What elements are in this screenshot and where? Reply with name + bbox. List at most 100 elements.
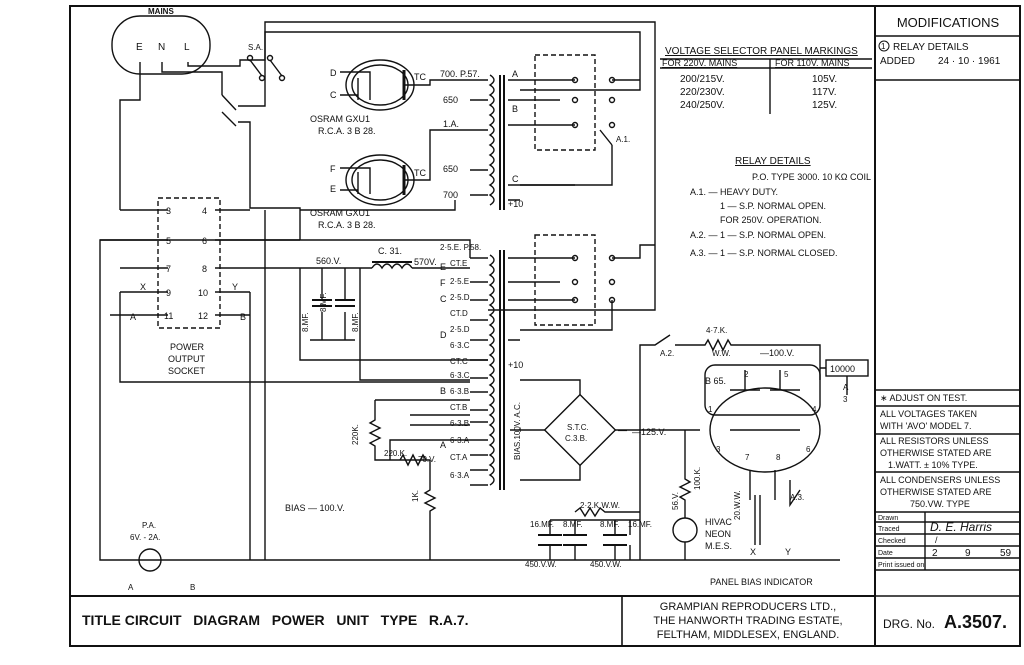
relay-pin-1: 1 — [708, 405, 713, 414]
socket-pin-4: 4 — [202, 206, 207, 216]
fuse-a: A — [843, 383, 849, 392]
signoff-date: Date — [878, 550, 893, 557]
sec-letter-d: D — [440, 330, 447, 340]
mains-pin-e: E — [136, 42, 143, 53]
bridge-label-0: S.T.C. — [567, 423, 589, 432]
sa-label: S.A. — [248, 43, 263, 52]
relay-pin-6: 6 — [806, 445, 811, 454]
sec-63c-a: 6·3.C — [450, 341, 470, 350]
pa-b: B — [190, 583, 195, 592]
v100-label: —100.V. — [760, 348, 794, 358]
signoff-signature: D. E. Harris — [930, 520, 992, 534]
tc-label-1: TC — [414, 72, 426, 82]
socket-pin-11: 11 — [164, 311, 173, 321]
sec-63a-a: 6·3.A — [450, 436, 470, 445]
signoff-d: 2 — [932, 548, 938, 559]
vw450-2: 450.V.W. — [590, 560, 622, 569]
vs-row-2-a: 240/250V. — [680, 100, 725, 111]
r47k-label-0: 4·7.K. — [706, 326, 727, 335]
socket-pin-12: 12 — [198, 311, 208, 321]
r47k-label-1: W.W. — [712, 349, 731, 358]
drg-number: A.3507. — [944, 612, 1007, 632]
tap-1a: 1.A. — [443, 119, 459, 129]
sec-ctc: CT.C — [450, 357, 468, 366]
r1k-label: 1K. — [411, 490, 420, 502]
sec-plus10: +10 — [508, 360, 523, 370]
vs-row-2-b: 125V. — [812, 100, 837, 111]
r220k2-label: 220.K. — [384, 449, 407, 458]
mods-item: RELAY DETAILS — [893, 42, 969, 53]
c31-label: C. 31. — [378, 246, 402, 256]
a3-label: A.3. — [790, 493, 804, 502]
socket-pin-6: 6 — [202, 236, 207, 246]
note-2-2: 1.WATT. ± 10% TYPE. — [888, 460, 978, 470]
r20ww-label: 20.W.W. — [733, 490, 742, 520]
sec-63a-b: 6·3.A — [450, 471, 470, 480]
relay-line-0: P.O. TYPE 3000. 10 KΩ COIL — [752, 172, 871, 182]
socket-x: X — [140, 282, 146, 292]
socket-pin-9: 9 — [166, 288, 171, 298]
v70-label: 70.V. — [418, 455, 436, 464]
note-2-1: OTHERWISE STATED ARE — [880, 448, 992, 458]
v2-pin-f: F — [330, 164, 336, 174]
relay-line-2: 1 — S.P. NORMAL OPEN. — [720, 201, 826, 211]
signoff-m: 9 — [965, 548, 971, 559]
r220k-label: 220K. — [351, 424, 360, 445]
neon-label-0: HIVAC — [705, 517, 732, 527]
relay-y: Y — [785, 547, 791, 557]
vs-row-1-a: 220/230V. — [680, 87, 725, 98]
sec-ctd: CT.D — [450, 309, 468, 318]
bridge-label-1: C.3.B. — [565, 434, 587, 443]
pilot-lamp — [138, 548, 162, 572]
signoff-y: 59 — [1000, 548, 1012, 559]
sec-25d-a: 2·5.D — [450, 293, 470, 302]
socket-pin-10: 10 — [198, 288, 208, 298]
neon-label-1: NEON — [705, 529, 731, 539]
relay-pin-7: 7 — [745, 453, 750, 462]
pa-label-0: P.A. — [142, 521, 156, 530]
transformer-p58-winding — [488, 254, 495, 486]
note-1-0: ALL VOLTAGES TAKEN — [880, 409, 977, 419]
neon-indicator — [672, 517, 698, 543]
pa-label-1: 6V. - 2A. — [130, 533, 160, 542]
sec-cta: CT.A — [450, 453, 468, 462]
socket-pin-3: 3 — [166, 206, 171, 216]
signoff-print: Print issued on — [878, 562, 924, 569]
cap16-2: 16.MF. — [628, 520, 652, 529]
a2-label: A.2. — [660, 349, 674, 358]
socket-pin-7: 7 — [166, 264, 171, 274]
v56-label: 56.V. — [671, 492, 680, 510]
sec-25d-b: 2·5.D — [450, 325, 470, 334]
company-line-1: THE HANWORTH TRADING ESTATE, — [653, 615, 842, 627]
sec-63c-b: 6·3.C — [450, 371, 470, 380]
note-3-0: ALL CONDENSERS UNLESS — [880, 475, 1000, 485]
mains-plug — [111, 15, 211, 75]
drawing-title: TITLE CIRCUIT DIAGRAM POWER UNIT TYPE R.… — [82, 612, 469, 628]
pa-a: A — [128, 583, 134, 592]
mains-pin-n: N — [158, 42, 165, 53]
note-3-1: OTHERWISE STATED ARE — [880, 487, 992, 497]
relay-pin-5: 5 — [784, 370, 789, 379]
voltage-selector-col2: FOR 110V. MAINS — [775, 58, 850, 68]
transformer-p57-winding — [488, 74, 495, 206]
fuse-3: 3 — [843, 395, 848, 404]
cap16-1: 16.MF. — [530, 520, 554, 529]
vs-row-0-b: 105V. — [812, 74, 837, 85]
socket-pin-5: 5 — [166, 236, 171, 246]
voltage-selector-col1: FOR 220V. MAINS — [662, 58, 737, 68]
mods-header: MODIFICATIONS — [897, 15, 1000, 30]
tc-label-2: TC — [414, 168, 426, 178]
mods-date: 24 · 10 · 1961 — [938, 56, 1001, 67]
relay-x: X — [750, 547, 756, 557]
cap8-lower-2: 8.MF. — [600, 520, 620, 529]
v570-label: 570V. — [414, 257, 437, 267]
sec-25e: 2·5.E — [450, 277, 469, 286]
cap-8mf-3: 8.MF. — [351, 312, 360, 332]
r22k-label: 2·2.K.W.W. — [580, 501, 620, 510]
valve2-label-1: R.C.A. 3 B 28. — [318, 220, 376, 230]
mains-label: MAINS — [148, 7, 174, 16]
socket-pin-8: 8 — [202, 264, 207, 274]
relay-line-5: A.3. — 1 — S.P. NORMAL CLOSED. — [690, 248, 838, 258]
tap-700: 700 — [443, 190, 458, 200]
panel-bias-label: PANEL BIAS INDICATOR — [710, 577, 813, 587]
